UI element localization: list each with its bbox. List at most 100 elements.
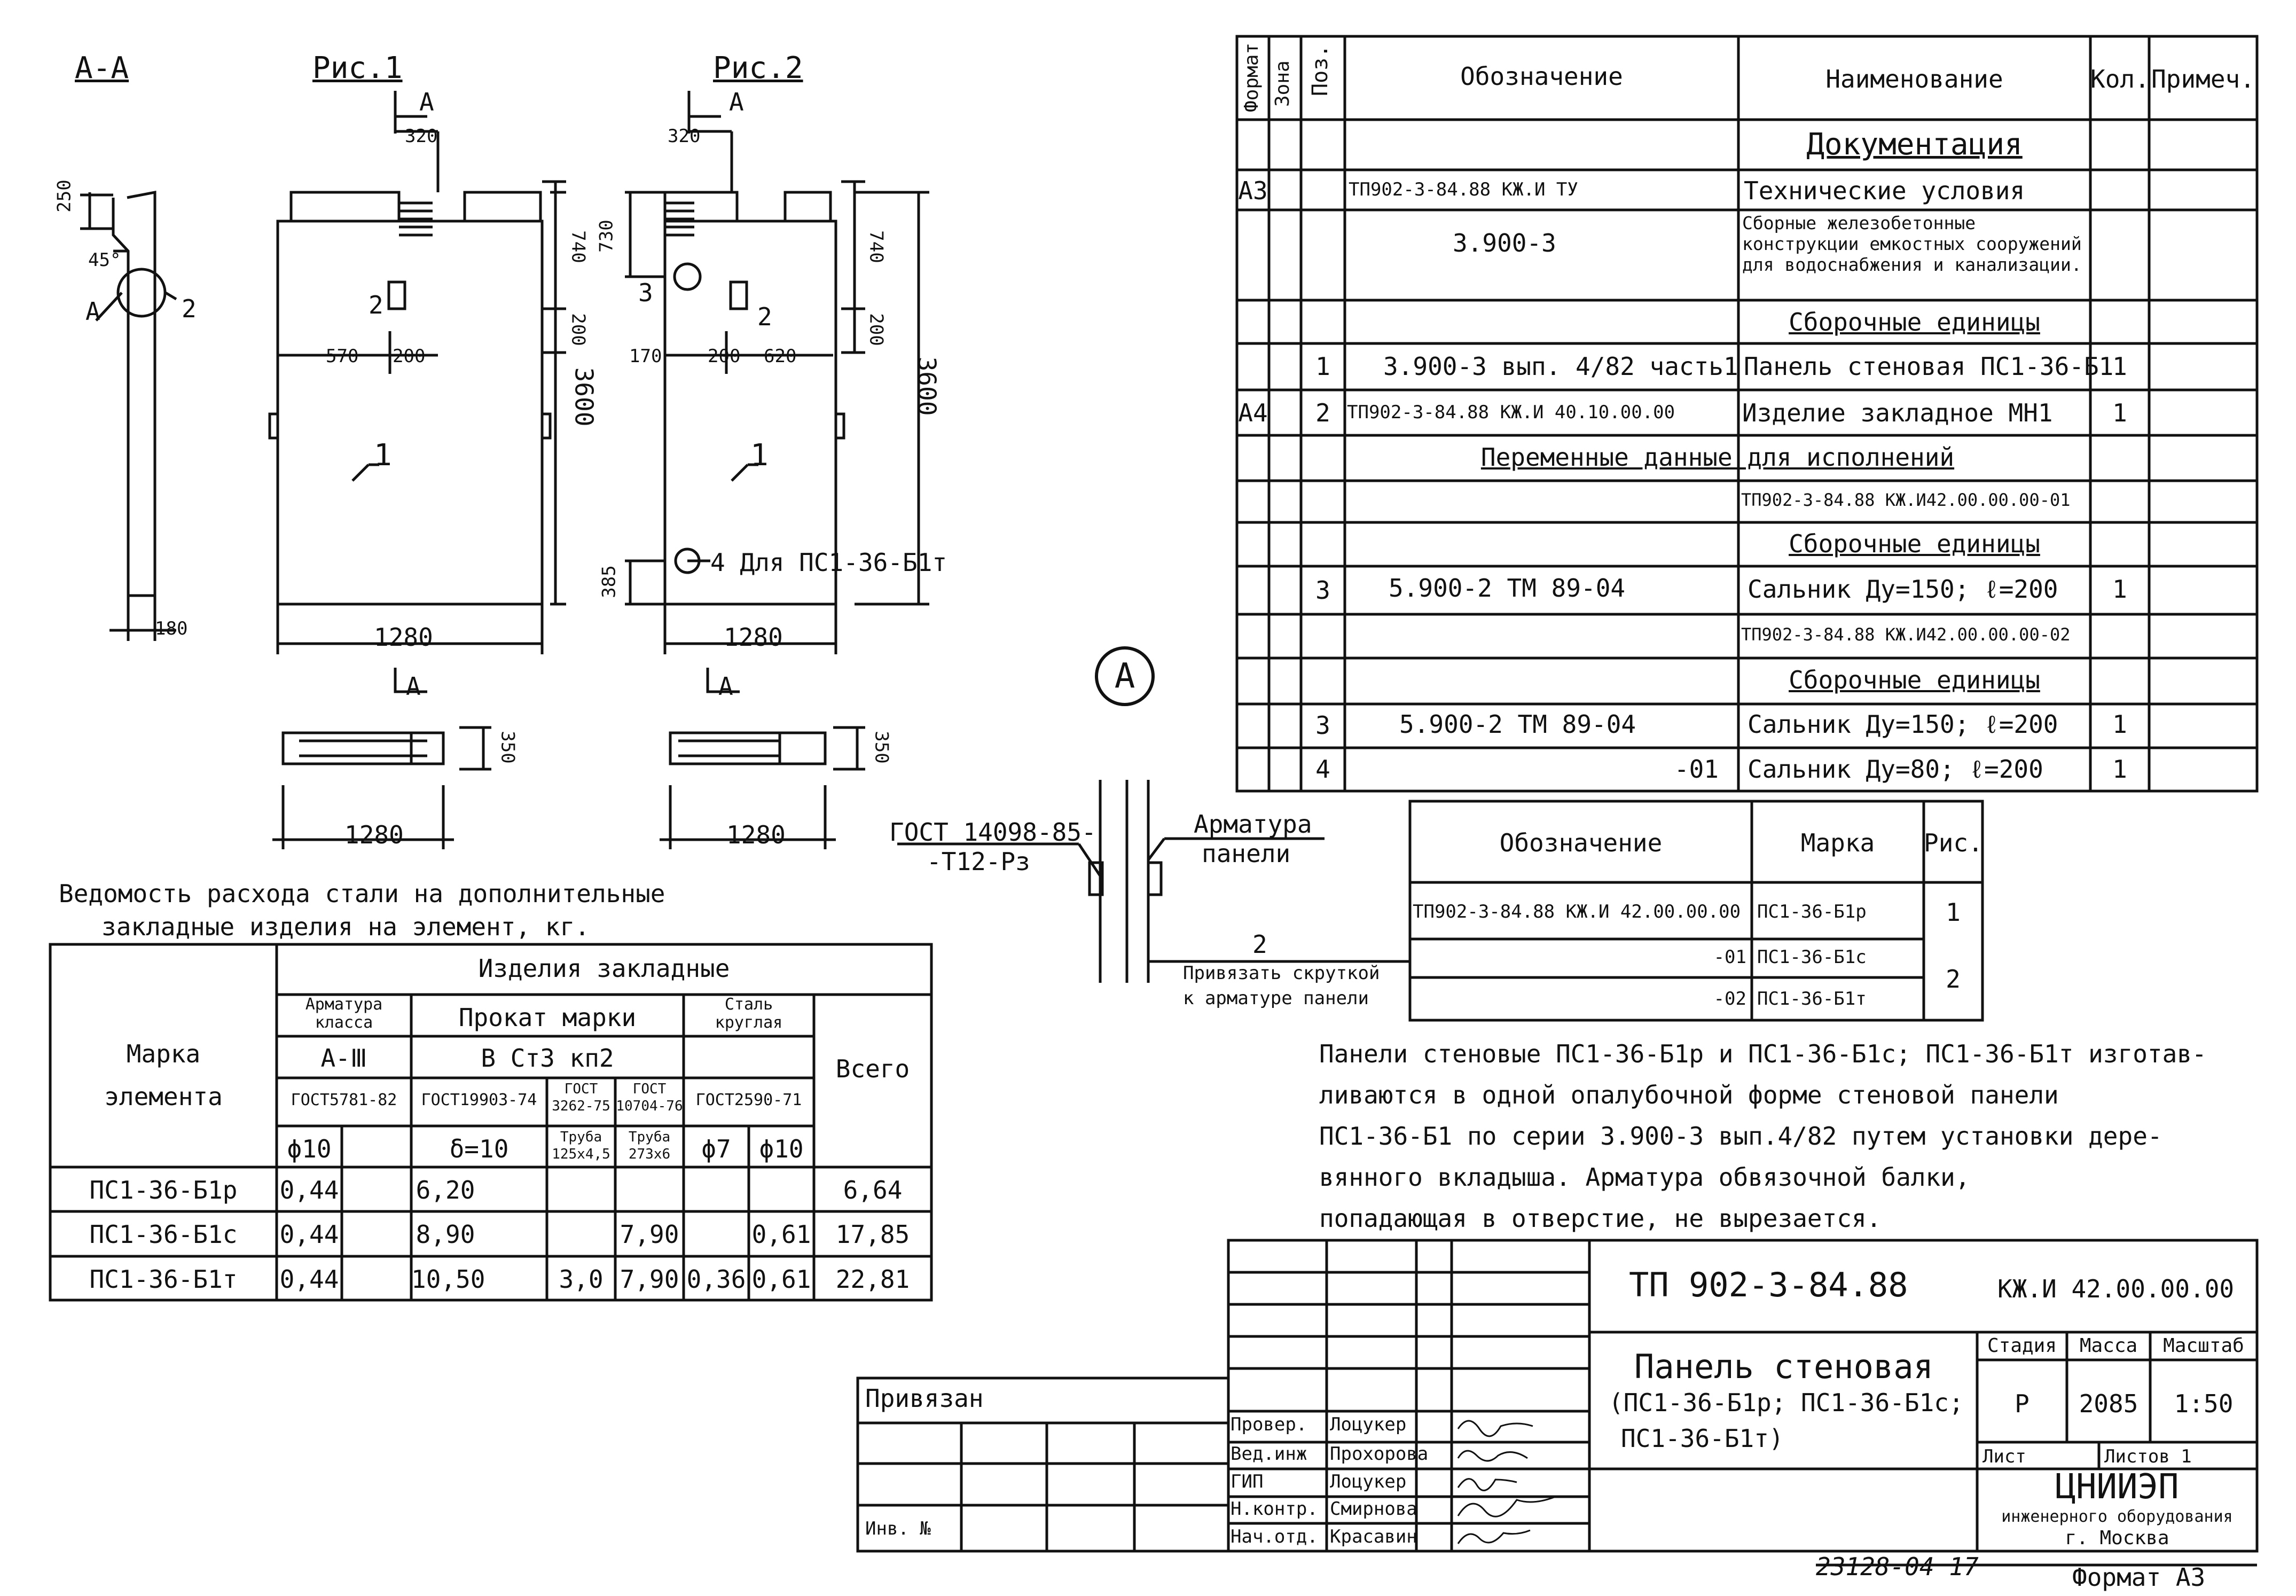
- steel-header-items: Изделия закладные: [478, 954, 730, 983]
- marks-row3-mark: ПС1-36-Б1т: [1757, 988, 1867, 1010]
- label-2-section: 2: [182, 294, 197, 323]
- stamp-mass: 2085: [2079, 1389, 2138, 1418]
- steel-header-prokat: Прокат марки: [458, 1003, 637, 1032]
- fig2-panel-drawing: [625, 91, 929, 849]
- steel-row3-total: 22,81: [835, 1265, 910, 1294]
- fig2-dim-170: 170: [629, 346, 662, 367]
- stamp-stage: Р: [2015, 1389, 2029, 1418]
- steel-row3-s7: 0,36: [686, 1265, 746, 1294]
- steel-a3: А-Ⅲ: [320, 1044, 367, 1073]
- fig2-label: Рис.2: [713, 51, 803, 85]
- spec-row6-qty: 1: [2112, 398, 2127, 427]
- stamp-org-1: ЦНИИЭП: [2055, 1467, 2179, 1507]
- spec-row-variable-data: Переменные данные для исполнений: [1480, 443, 1955, 472]
- signature-2: [1457, 1450, 1528, 1462]
- stamp-privyazan: Привязан: [865, 1384, 984, 1413]
- fig2-label-3: 3: [638, 278, 653, 307]
- steel-header-arm-class2: класса: [315, 1013, 373, 1032]
- marks-header-mark: Марка: [1800, 828, 1875, 857]
- spec-row8-name: ТП902-3-84.88 КЖ.И42.00.00.00-01: [1741, 490, 2071, 510]
- marks-row1-fig: 1: [1946, 898, 1961, 927]
- marks-row1-mark: ПС1-36-Б1р: [1757, 901, 1867, 922]
- steel-header-mark2: элемента: [104, 1082, 223, 1111]
- fig2-label-4: 4 Для ПС1-36-Б1т: [710, 548, 947, 577]
- stamp-name-1: Лоцукер: [1330, 1414, 1407, 1435]
- spec-header-designation: Обозначение: [1460, 62, 1623, 91]
- steel-header-mark1: Марка: [126, 1039, 201, 1068]
- fig1-dim-200: 200: [393, 346, 426, 367]
- detail-tie2: к арматуре панели: [1183, 988, 1369, 1009]
- spec-header-qty: Кол.: [2090, 65, 2150, 93]
- fig2-label-1: 1: [750, 438, 769, 473]
- marks-row2-mark: ПС1-36-Б1с: [1757, 946, 1867, 968]
- steel-phi7: ϕ7: [701, 1135, 731, 1163]
- note-line-1: Панели стеновые ПС1-36-Б1р и ПС1-36-Б1с;…: [1319, 1039, 2207, 1068]
- steel-gost3262b: 3262-75: [552, 1098, 610, 1114]
- stamp-name-4: Смирнова: [1330, 1498, 1417, 1520]
- stamp-mass-header: Масса: [2079, 1335, 2138, 1357]
- spec-header-name: Наименование: [1825, 65, 2003, 93]
- spec-row6-pos: 2: [1315, 398, 1330, 427]
- steel-gost2590: ГОСТ2590-71: [695, 1091, 802, 1109]
- steel-header-steel-round2: круглая: [715, 1013, 783, 1032]
- spec-row-assembly-1: Сборочные единицы: [1789, 308, 2040, 337]
- spec-row-assembly-2: Сборочные единицы: [1789, 529, 2040, 558]
- stamp-scale: 1:50: [2174, 1389, 2234, 1418]
- fig2-section-mark-a: А: [729, 88, 744, 116]
- spec-row-documentation: Документация: [1806, 127, 2023, 162]
- steel-row1-mark: ПС1-36-Б1р: [89, 1176, 238, 1204]
- steel-row3-p2: 3,0: [559, 1265, 604, 1294]
- steel-delta10: δ=10: [449, 1135, 509, 1163]
- fig1-label-2: 2: [369, 291, 383, 319]
- stamp-title-3: ПС1-36-Б1т): [1621, 1424, 1784, 1453]
- spec-row10-designation: 5.900-2 ТМ 89-04: [1389, 574, 1626, 603]
- steel-table-grid: [49, 943, 933, 1302]
- stamp-name-5: Красавин: [1330, 1526, 1417, 1547]
- steel-pipe1a: Труба: [560, 1129, 602, 1145]
- callout-a-text: А: [1114, 656, 1135, 696]
- steel-row2-a: 0,44: [279, 1220, 339, 1249]
- stamp-scale-header: Масштаб: [2163, 1335, 2244, 1357]
- fig2-label-2: 2: [757, 302, 772, 331]
- steel-row2-p3: 7,90: [620, 1220, 679, 1249]
- steel-row3-p3: 7,90: [620, 1265, 679, 1294]
- detail-gost: ГОСТ 14098-85-: [889, 818, 1096, 847]
- spec-table-grid: [1235, 35, 2259, 793]
- steel-row1-a: 0,44: [279, 1176, 339, 1204]
- steel-phi10: ϕ10: [287, 1135, 332, 1163]
- marks-row2-designation: -01: [1713, 946, 1746, 968]
- spec-row6-format: А4: [1238, 398, 1268, 427]
- spec-row13-qty: 1: [2112, 710, 2127, 739]
- spec-row14-pos: 4: [1315, 755, 1330, 784]
- detail-rebar1: Арматура: [1194, 810, 1312, 839]
- steel-gost5781: ГОСТ5781-82: [291, 1091, 397, 1109]
- fig2-dim-320: 320: [668, 126, 701, 147]
- spec-row13-designation: 5.900-2 ТМ 89-04: [1399, 710, 1636, 739]
- fig1-dim-1280b: 1280: [344, 820, 404, 849]
- spec-row3-designation: 3.900-3: [1453, 229, 1556, 257]
- steel-phi10b: ϕ10: [759, 1135, 804, 1163]
- spec-row5-pos: 1: [1315, 352, 1330, 381]
- spec-header-note: Примеч.: [2151, 65, 2255, 93]
- stamp-project: ТП 902-3-84.88: [1629, 1265, 1908, 1304]
- fig2-dim-1280: 1280: [724, 623, 783, 652]
- steel-header-steel-round1: Сталь: [724, 995, 773, 1014]
- steel-row1-p1: 6,20: [416, 1176, 475, 1204]
- spec-row3-name: Сборные железобетонные конструкции емкос…: [1742, 213, 2082, 275]
- stamp-org-2: инженерного оборудования: [2001, 1507, 2233, 1526]
- stamp-role-3: ГИП: [1231, 1471, 1264, 1492]
- spec-row11-name: ТП902-3-84.88 КЖ.И42.00.00.00-02: [1741, 624, 2071, 645]
- detail-tie1: Привязать скруткой: [1183, 963, 1380, 984]
- marks-row1-designation: ТП902-3-84.88 КЖ.И 42.00.00.00: [1413, 901, 1741, 922]
- stamp-inv: Инв. №: [865, 1518, 931, 1539]
- spec-row10-pos: 3: [1315, 576, 1330, 605]
- fig1-dim-320: 320: [405, 126, 438, 147]
- steel-row2-p1: 8,90: [416, 1220, 475, 1249]
- stamp-stage-header: Стадия: [1987, 1335, 2057, 1357]
- steel-row2-s10: 0,61: [751, 1220, 811, 1249]
- signature-3: [1457, 1478, 1517, 1491]
- detail-rebar2: панели: [1202, 839, 1291, 868]
- stamp-sheets: Листов 1: [2104, 1446, 2192, 1467]
- detail-gost2: -Т12-Рз: [927, 847, 1030, 876]
